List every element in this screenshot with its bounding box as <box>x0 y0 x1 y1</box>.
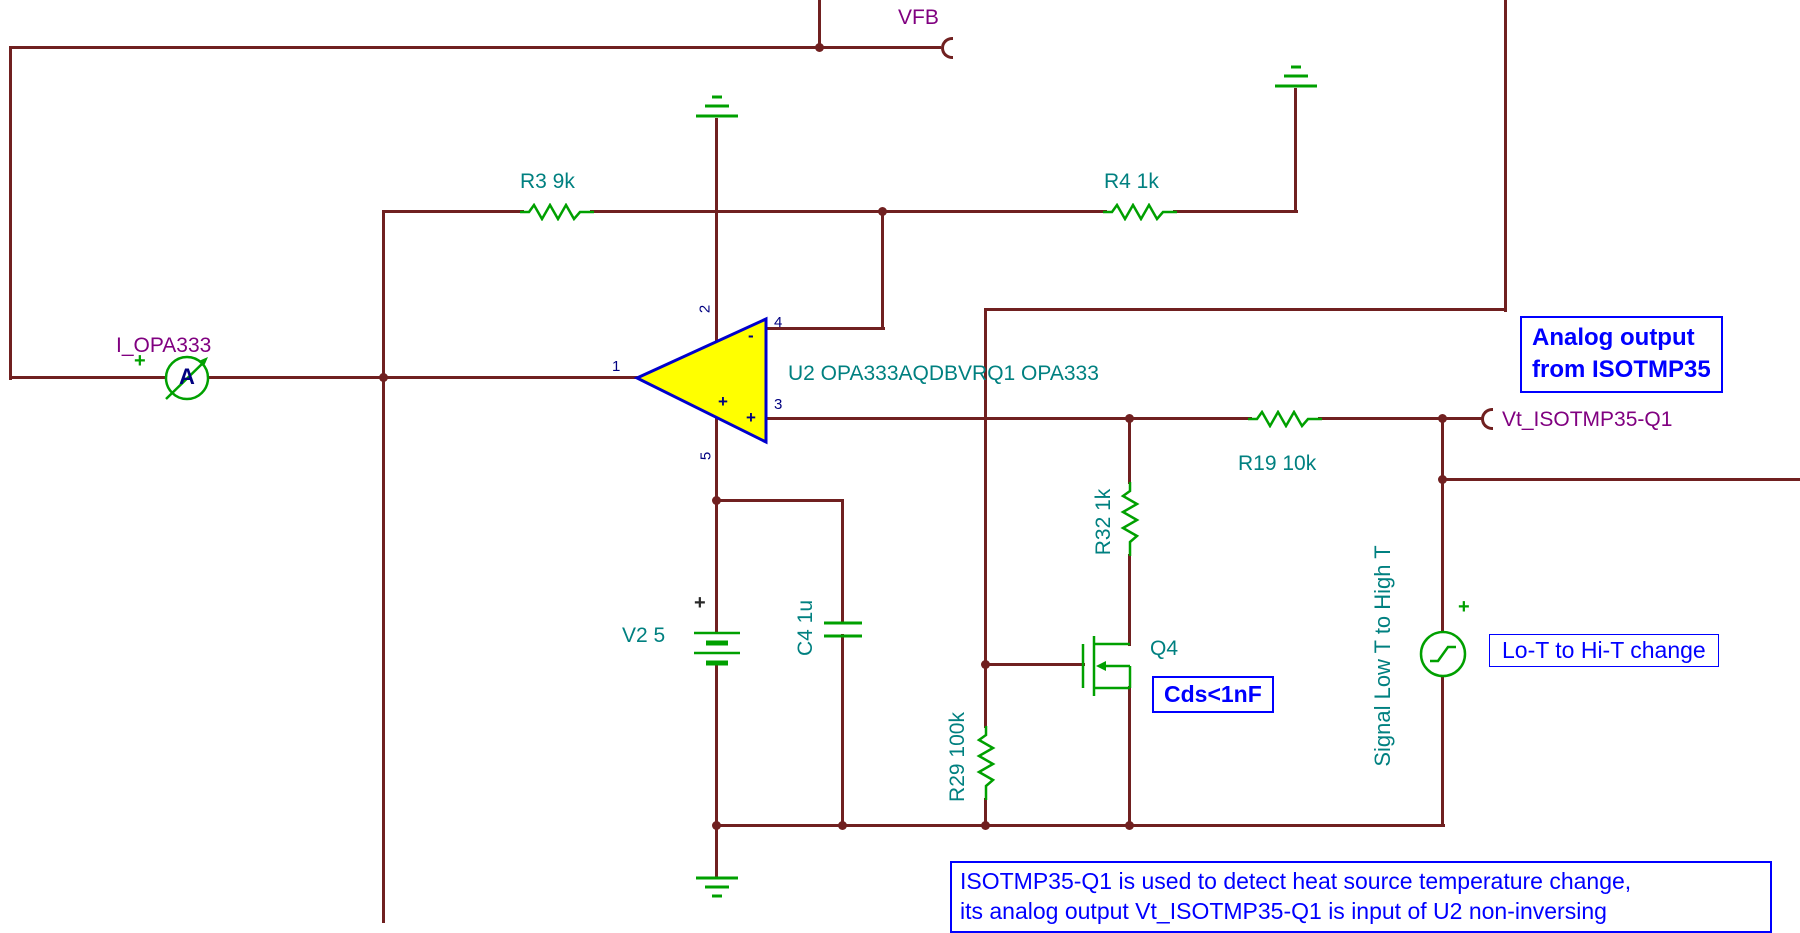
wire-feedback-down <box>382 376 385 923</box>
net-label-i-opa333: I_OPA333 <box>116 334 212 357</box>
wire-gate <box>984 663 1085 666</box>
wire-r29-top <box>984 663 987 728</box>
wire-pin5-to-c4 <box>715 499 843 502</box>
annotation-note[interactable]: ISOTMP35-Q1 is used to detect heat sourc… <box>950 861 1772 933</box>
wire-r3-branch <box>382 210 385 380</box>
wire-r29-bottom <box>984 798 987 826</box>
ammeter-letter: A <box>179 364 195 389</box>
label-v2: V2 5 <box>622 624 666 647</box>
wire-source-top <box>1441 478 1444 634</box>
wire-top-entry <box>818 0 821 48</box>
wire-gate-vertical <box>984 308 987 667</box>
junction-dot <box>838 821 847 830</box>
wire-isotmp-vertical <box>1504 0 1507 312</box>
wire-source-bottom <box>1441 674 1444 826</box>
source-plus-sign: + <box>1458 596 1470 618</box>
resistor-r3-symbol[interactable] <box>520 203 594 221</box>
opamp-plus-sign: + <box>746 408 756 427</box>
junction-dot <box>981 821 990 830</box>
ammeter-plus-sign: + <box>134 350 146 372</box>
wire-pin5 <box>715 416 718 501</box>
wire-q4-source <box>1128 686 1131 826</box>
opamp-pin-4: 4 <box>774 314 783 331</box>
junction-dot <box>981 660 990 669</box>
opamp-pin-5: 5 <box>697 451 715 461</box>
opamp-pin-1: 1 <box>612 358 621 375</box>
annotation-note-line1: ISOTMP35-Q1 is used to detect heat sourc… <box>960 868 1632 894</box>
wire-isotmp-horizontal <box>986 308 1507 311</box>
ground-bottom-icon[interactable] <box>695 874 739 900</box>
label-u2: U2 OPA333AQDBVRQ1 OPA333 <box>788 362 1099 385</box>
annotation-lot-change[interactable]: Lo-T to Hi-T change <box>1489 634 1719 667</box>
junction-dot <box>1125 821 1134 830</box>
opamp-pin-3: 3 <box>774 396 783 413</box>
annotation-cds[interactable]: Cds<1nF <box>1152 676 1274 713</box>
wire-ground-to-pin2 <box>715 118 718 341</box>
resistor-r32-symbol[interactable] <box>1120 482 1140 556</box>
battery-plus-sign: + <box>694 592 706 614</box>
wire-v2-bottom <box>715 661 718 826</box>
wire-left-vertical <box>9 46 12 380</box>
ground-top-center-icon[interactable] <box>695 94 739 120</box>
wire-bottom-rail <box>715 824 1445 827</box>
junction-dot <box>712 496 721 505</box>
ammeter-symbol[interactable] <box>157 348 217 408</box>
wire-r4-to-ground <box>1294 88 1297 212</box>
wire-vt-branch <box>1441 417 1444 482</box>
net-label-vfb: VFB <box>898 6 939 29</box>
opamp-pin-2: 2 <box>696 304 714 314</box>
wire-ammeter-left <box>9 376 168 379</box>
label-r29: R29 100k <box>946 712 969 802</box>
opamp-minus-sign: - <box>748 326 754 345</box>
opamp-plus-sign: + <box>718 392 728 411</box>
label-r3: R3 9k <box>520 170 575 193</box>
source-lot-symbol[interactable] <box>1413 624 1473 684</box>
wire-pin3 <box>764 417 1252 420</box>
junction-dot <box>815 43 824 52</box>
terminal-vfb-icon[interactable] <box>941 37 953 59</box>
wire-r32-top <box>1128 417 1131 484</box>
junction-dot <box>1125 414 1134 423</box>
wire-r3-left <box>384 210 524 213</box>
junction-dot <box>1438 475 1447 484</box>
capacitor-c4-symbol[interactable] <box>821 620 865 640</box>
label-r19: R19 10k <box>1238 452 1317 475</box>
opamp-u2-symbol[interactable] <box>628 310 773 450</box>
resistor-r19-symbol[interactable] <box>1248 410 1322 428</box>
net-label-vt: Vt_ISOTMP35-Q1 <box>1502 408 1673 431</box>
battery-v2-symbol[interactable] <box>689 627 745 671</box>
label-q4: Q4 <box>1150 637 1179 660</box>
wire-ammeter-to-opamp <box>206 376 639 379</box>
wire-c4-bottom <box>841 634 844 826</box>
annotation-note-line2: its analog output Vt_ISOTMP35-Q1 is inpu… <box>960 897 1607 924</box>
terminal-vt-icon[interactable] <box>1481 408 1493 430</box>
junction-dot <box>712 821 721 830</box>
wire-r19-right <box>1318 417 1483 420</box>
wire-v2-top <box>715 499 718 633</box>
resistor-r29-symbol[interactable] <box>976 726 996 800</box>
wire-r32-to-drain <box>1128 554 1131 646</box>
wire-r4-right <box>1173 210 1298 213</box>
annotation-analog-output-line1: Analog output <box>1532 324 1695 351</box>
label-r4: R4 1k <box>1104 170 1159 193</box>
wire-feedback-top <box>11 46 941 49</box>
junction-dot <box>379 373 388 382</box>
wire-c4-top <box>841 499 844 623</box>
ground-top-right-icon[interactable] <box>1274 64 1318 90</box>
resistor-r4-symbol[interactable] <box>1103 203 1177 221</box>
wire-pin4 <box>764 327 885 330</box>
label-r32: R32 1k <box>1092 488 1115 556</box>
label-signal-low-to-high: Signal Low T to High T <box>1370 545 1395 767</box>
label-c4: C4 1u <box>794 599 817 657</box>
wire-right-edge <box>1441 478 1800 481</box>
wire-r3-r4-mid <box>590 210 1107 213</box>
junction-dot <box>878 207 887 216</box>
wire-pin4-up <box>881 210 884 329</box>
junction-dot <box>1438 414 1447 423</box>
wire-to-bottom-ground <box>715 824 718 878</box>
annotation-analog-output[interactable]: Analog output from ISOTMP35 <box>1520 316 1723 393</box>
mosfet-q4-symbol[interactable] <box>1072 630 1136 702</box>
annotation-analog-output-line2: from ISOTMP35 <box>1532 356 1711 384</box>
